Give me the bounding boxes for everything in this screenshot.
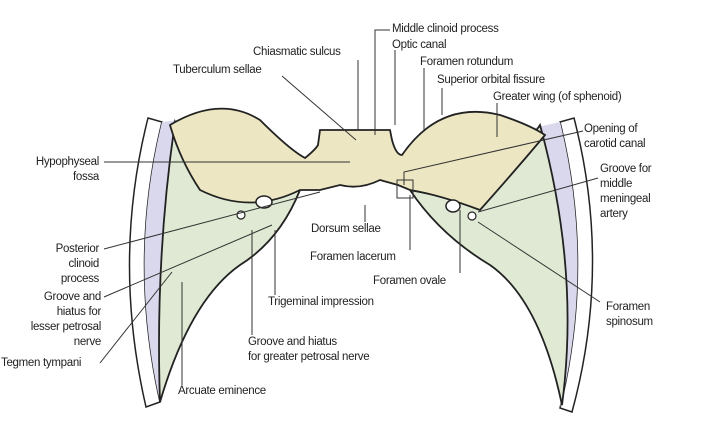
foramen-ovale-right [445,199,461,213]
label-line: process [60,273,99,285]
label-groove-greater-petrosal: Groove and hiatus for greater petrosal ne… [248,335,370,365]
label-dorsum-sellae: Dorsum sellae [311,223,381,235]
label-tegmen-tympani: Tegmen tympani [1,357,82,369]
label-opening-carotid-canal: Opening of carotid canal [584,122,646,152]
label-chiasmatic-sulcus: Chiasmatic sulcus [253,46,341,58]
label-line: fossa [73,171,99,183]
label-line: Groove and [43,291,101,303]
label-line: carotid canal [584,138,646,150]
label-line: meningeal [600,193,651,205]
label-tuberculum-sellae: Tuberculum sellae [173,64,262,76]
label-trigeminal-impression: Trigeminal impression [268,296,374,308]
label-line: clinoid [68,258,99,270]
leader-lines [99,29,601,385]
label-foramen-ovale: Foramen ovale [373,275,446,287]
label-line: Groove and hiatus [248,336,337,348]
label-line: spinosum [606,316,653,328]
label-line: for greater petrosal nerve [248,351,370,363]
label-groove-middle-meningeal: Groove for middle meningeal artery [600,162,652,222]
label-optic-canal: Optic canal [392,39,447,51]
label-greater-wing: Greater wing (of sphenoid) [493,91,622,103]
label-line: nerve [73,336,102,348]
label-line: hiatus for [56,306,102,318]
label-line: Posterior [55,243,100,255]
label-foramen-spinosum: Foramen spinosum [606,300,653,330]
left-lavender [144,118,195,402]
label-foramen-lacerum: Foramen lacerum [310,251,396,263]
label-line: Hypophyseal [35,156,99,168]
label-line: Opening of [584,123,638,135]
label-posterior-clinoid-process: Posterior clinoid process [0,242,100,287]
foramen-spinosum-right [467,211,477,221]
label-middle-clinoid-process: Middle clinoid process [392,23,499,35]
label-line: lesser petrosal [30,321,102,333]
sphenoid-body [168,107,547,212]
label-superior-orbital-fissure: Superior orbital fissure [437,74,545,86]
label-line: Groove for [600,163,652,175]
foramen-ovale-left [255,195,273,209]
label-line: middle [600,178,633,190]
label-hypophyseal-fossa: Hypophyseal fossa [0,155,99,185]
label-line: Foramen [606,301,650,313]
label-foramen-rotundum: Foramen rotundum [420,56,513,68]
carotid-box [396,179,414,199]
label-groove-lesser-petrosal: Groove and hiatus for lesser petrosal nerve [0,290,102,350]
label-line: artery [600,208,628,220]
label-arcuate-eminence: Arcuate eminence [178,385,266,397]
